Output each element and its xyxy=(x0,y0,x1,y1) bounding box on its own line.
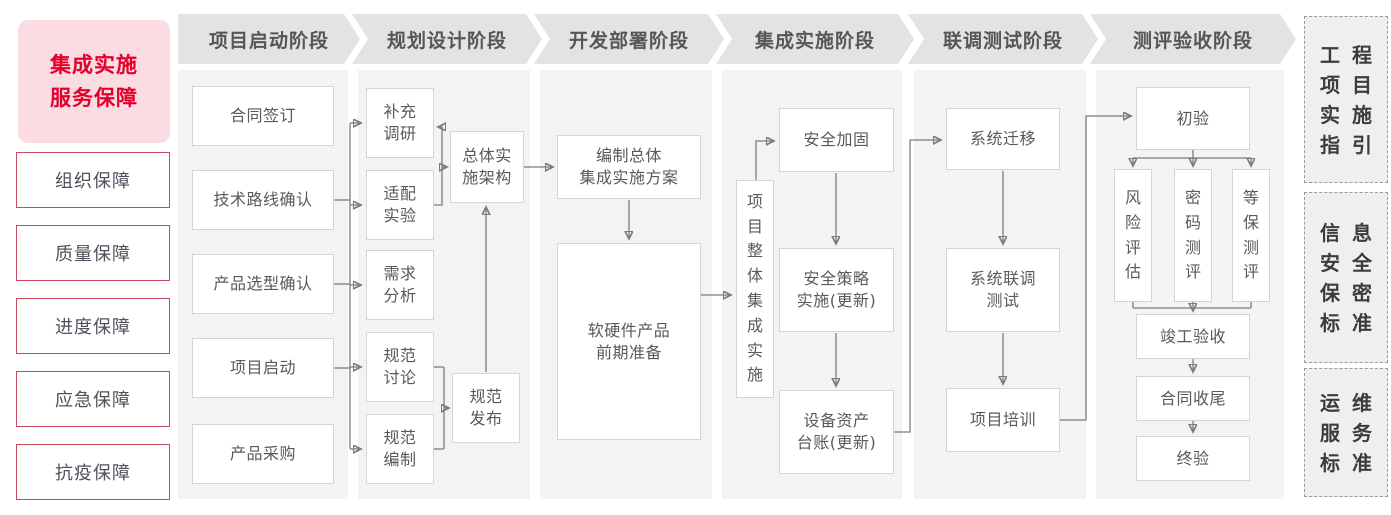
panel-infosec-confidentiality-standard: 信息安全保密标准 xyxy=(1304,192,1388,363)
phase-header-integration: 集成实施阶段 xyxy=(716,14,914,64)
node-joint-system-test: 系统联调 测试 xyxy=(946,248,1060,332)
node-overall-project-integration: 项目整体集成实施 xyxy=(736,180,774,398)
phase-header-planning-design: 规划设计阶段 xyxy=(352,14,542,64)
guarantee-item-epidemic: 抗疫保障 xyxy=(16,444,170,500)
guarantee-item-quality: 质量保障 xyxy=(16,225,170,281)
phase-header-eval-acceptance: 测评验收阶段 xyxy=(1090,14,1296,64)
phase-header-project-start: 项目启动阶段 xyxy=(178,14,360,64)
phase-header-joint-test: 联调测试阶段 xyxy=(908,14,1098,64)
node-hw-sw-preparation: 软硬件产品 前期准备 xyxy=(557,243,701,440)
diagram-title-line1: 集成实施 xyxy=(50,52,138,77)
node-overall-integration-plan: 编制总体 集成实施方案 xyxy=(557,135,701,199)
guarantee-item-emergency: 应急保障 xyxy=(16,371,170,427)
node-spec-discussion: 规范 讨论 xyxy=(366,332,434,402)
node-spec-drafting: 规范 编制 xyxy=(366,414,434,484)
node-tech-route-confirm: 技术路线确认 xyxy=(192,170,334,230)
node-overall-impl-architecture: 总体实 施架构 xyxy=(450,131,524,203)
node-final-acceptance: 终验 xyxy=(1136,436,1250,481)
node-asset-ledger-update: 设备资产 台账(更新) xyxy=(779,390,894,474)
node-adaptation-test: 适配 实验 xyxy=(366,170,434,240)
panel-om-service-standard: 运维服务标准 xyxy=(1304,368,1388,497)
node-security-policy-update: 安全策略 实施(更新) xyxy=(779,248,894,332)
node-project-training: 项目培训 xyxy=(946,388,1060,452)
node-requirement-analysis: 需求 分析 xyxy=(366,250,434,320)
node-supplementary-research: 补充 调研 xyxy=(366,88,434,158)
node-mlps-evaluation: 等保测评 xyxy=(1232,169,1270,302)
phase-header-dev-deploy: 开发部署阶段 xyxy=(534,14,724,64)
node-contract-signing: 合同签订 xyxy=(192,86,334,146)
diagram-title: 集成实施 服务保障 xyxy=(18,20,170,143)
node-system-migration: 系统迁移 xyxy=(946,108,1060,170)
diagram-title-line2: 服务保障 xyxy=(50,85,138,110)
guarantee-item-organization: 组织保障 xyxy=(16,152,170,208)
node-project-kickoff: 项目启动 xyxy=(192,338,334,398)
node-spec-release: 规范 发布 xyxy=(452,373,520,443)
node-risk-assessment: 风险评估 xyxy=(1114,169,1152,302)
node-product-selection: 产品选型确认 xyxy=(192,254,334,314)
node-initial-acceptance: 初验 xyxy=(1136,87,1250,150)
node-security-hardening: 安全加固 xyxy=(779,108,894,172)
panel-engineering-implementation-guide: 工程项目实施指引 xyxy=(1304,16,1388,183)
node-crypto-evaluation: 密码测评 xyxy=(1174,169,1212,302)
node-completion-acceptance: 竣工验收 xyxy=(1136,314,1250,359)
guarantee-item-schedule: 进度保障 xyxy=(16,298,170,354)
node-contract-closure: 合同收尾 xyxy=(1136,376,1250,421)
node-product-procurement: 产品采购 xyxy=(192,424,334,484)
